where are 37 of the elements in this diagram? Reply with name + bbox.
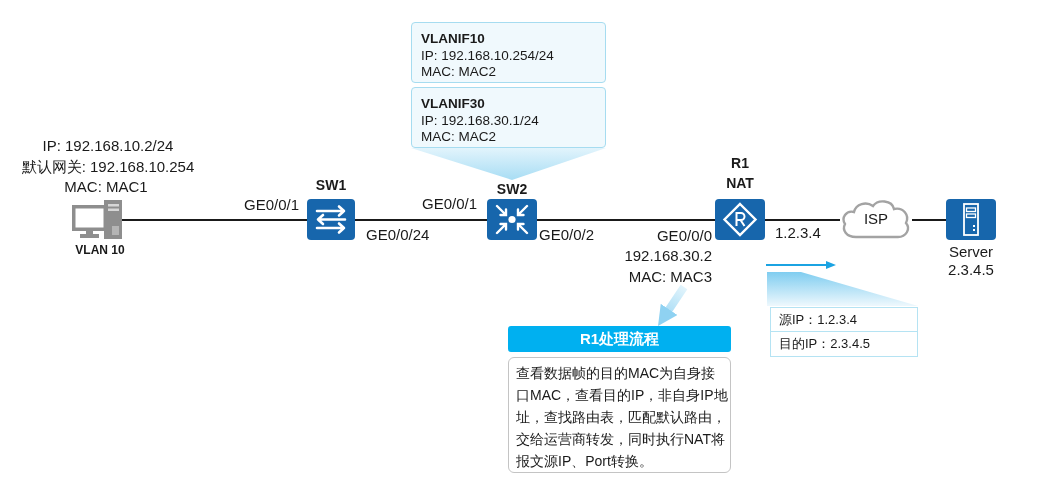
connection-line [536, 219, 716, 221]
card-text: IP: 192.168.10.254/24 [421, 47, 555, 64]
ip-address-label: IP: 192.168.10.2/24 [42, 136, 174, 156]
vlan-label: VLAN 10 [75, 242, 125, 259]
ip-address-label: 1.2.3.4 [775, 224, 821, 242]
connection-line [911, 219, 947, 221]
ip-address-label: 192.168.30.2 [624, 247, 712, 265]
mac-address-label: MAC: MAC3 [628, 268, 712, 286]
connection-line [121, 219, 308, 221]
computer-icon [72, 200, 122, 239]
info-card [411, 87, 606, 148]
text-panel: 查看数据帧的目的MAC为自身接口MAC，查看目的IP，非自身IP地址，查找路由表，匹配默认路由，交给运营商转发，同时执行NAT将报文源IP、Port转换。 [508, 357, 731, 473]
device-label: R1 [730, 154, 750, 172]
port-label: GE0/0/0 [656, 227, 712, 245]
connection-line [354, 219, 488, 221]
table-cell: 目的IP：2.3.4.5 [770, 332, 918, 357]
gateway-label: 默认网关: 192.168.10.254 [21, 157, 195, 177]
port-label: GE0/0/1 [244, 196, 300, 214]
card-text: MAC: MAC2 [421, 64, 497, 81]
card-heading: VLANIF10 [421, 31, 486, 48]
card-heading: VLANIF30 [421, 96, 486, 113]
card-text: MAC: MAC2 [421, 129, 497, 146]
table-cell: 源IP：1.2.3.4 [770, 307, 918, 332]
port-label: GE0/0/1 [422, 195, 478, 213]
device-label: Server [947, 243, 995, 261]
device-label: 2.3.4.5 [947, 261, 995, 279]
mac-address-label: MAC: MAC1 [64, 177, 148, 197]
port-label: GE0/0/24 [366, 226, 430, 244]
device-label: NAT [725, 174, 755, 192]
connection-line [764, 219, 841, 221]
device-label: SW1 [314, 176, 348, 194]
port-label: GE0/0/2 [539, 226, 595, 244]
cloud-label: ISP [862, 210, 890, 228]
info-card [411, 22, 606, 83]
device-label: SW2 [495, 180, 529, 198]
card-text: IP: 192.168.30.1/24 [421, 112, 540, 129]
header-bar: R1处理流程 [508, 326, 731, 352]
